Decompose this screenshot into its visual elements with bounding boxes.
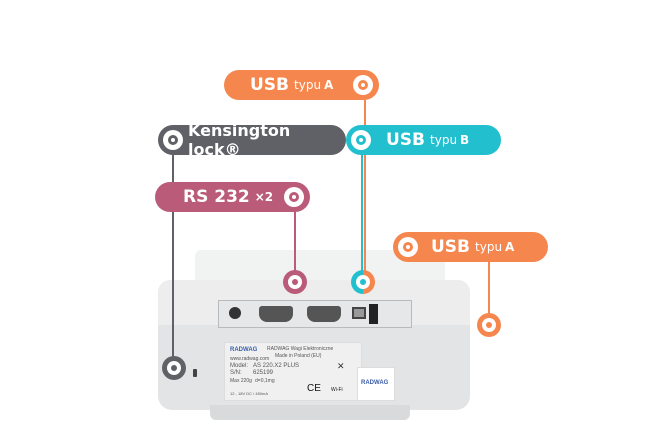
rs232-marker-icon: [283, 270, 307, 294]
target-icon: [163, 130, 183, 150]
usb-a-top-line: [364, 100, 366, 272]
port-panel: [218, 300, 412, 328]
label-power: 12 - 18V DC / 450mA: [230, 391, 269, 396]
target-icon: [284, 187, 304, 207]
kensington-marker-icon: [162, 356, 186, 380]
label-origin: Made in Poland (EU): [275, 353, 322, 359]
label-sn-key: S/N:: [230, 370, 242, 376]
usb-a-port: [369, 304, 378, 324]
ce-mark: CE: [307, 383, 321, 394]
scale-device: RADWAG RADWAG Wagi Elektroniczne Made in…: [150, 245, 475, 425]
label-brand: RADWAG: [230, 347, 258, 353]
rating-label: RADWAG RADWAG Wagi Elektroniczne Made in…: [224, 342, 362, 401]
label-max: Max 220g: [230, 378, 252, 384]
rs232-port-2: [307, 306, 341, 322]
device-base: [210, 405, 410, 420]
callout-usb-b: USB typu B: [346, 125, 501, 155]
target-icon: [398, 237, 418, 257]
weee-bin-icon: ✕: [337, 361, 345, 371]
usb-b-line: [361, 155, 363, 272]
callout-kensington-lock: Kensington lock®: [158, 121, 346, 159]
rs232-line: [294, 212, 296, 272]
rs232-port-1: [259, 306, 293, 322]
usb-a-right-marker-icon: [477, 313, 501, 337]
callout-usb-a-top: USB typu A: [224, 70, 379, 100]
radwag-logo-sticker: RADWAG: [357, 367, 395, 401]
wifi-icon: Wi-Fi: [331, 387, 343, 393]
callout-rs232: RS 232 ×2: [155, 182, 310, 212]
label-sn: 625199: [253, 370, 274, 376]
power-socket: [229, 307, 241, 319]
kensington-slot: [193, 369, 197, 377]
target-icon: [353, 75, 373, 95]
target-icon: [351, 130, 371, 150]
label-company: RADWAG Wagi Elektroniczne: [267, 346, 334, 352]
label-model: AS 220.X2 PLUS: [253, 363, 300, 369]
label-website: www.radwag.com: [230, 356, 270, 362]
usb-b-port: [352, 307, 366, 319]
usb-marker-icon: [351, 270, 375, 294]
kensington-line: [172, 155, 174, 358]
label-d: d=0,1mg: [255, 378, 275, 384]
label-model-key: Model:: [230, 363, 249, 369]
logo-text: RADWAG: [361, 380, 389, 386]
usb-a-right-line: [488, 262, 490, 314]
callout-usb-a-right: USB typu A: [393, 232, 548, 262]
